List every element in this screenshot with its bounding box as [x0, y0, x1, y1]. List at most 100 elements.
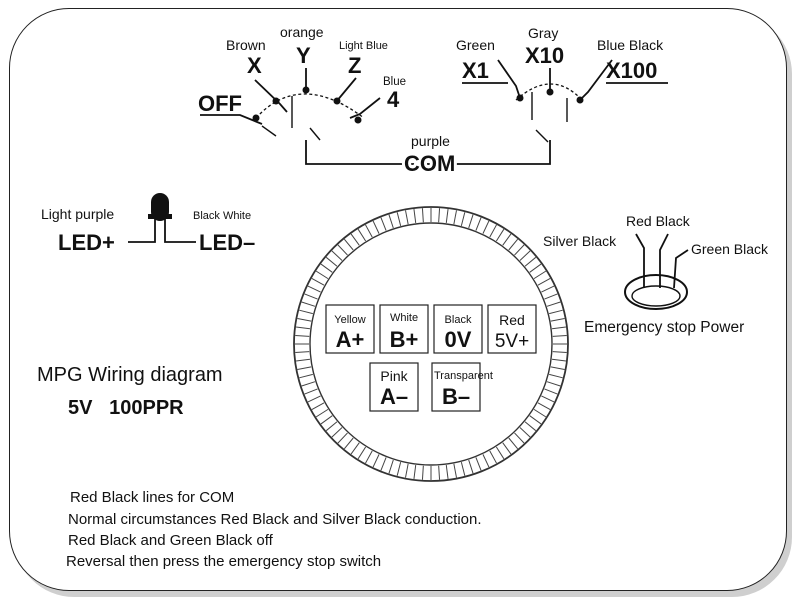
encoder-tick — [337, 244, 348, 256]
encoder-tick — [388, 214, 394, 229]
led-right-lead — [164, 219, 196, 243]
scale-switch: Green X1 Gray X10 Blue Black X100 — [456, 25, 668, 143]
wire-color-blue-black: Blue Black — [597, 37, 664, 53]
encoder-tick — [307, 395, 321, 403]
encoder-tick — [508, 238, 519, 251]
encoder-tick — [297, 366, 312, 370]
encoder-tick — [380, 217, 387, 231]
encoder-tick — [350, 233, 360, 246]
pad-0v — [433, 304, 483, 354]
encoder-tick — [315, 270, 329, 280]
contact-four — [354, 116, 362, 124]
encoder-tick — [482, 220, 490, 234]
led-minus-label: LED– — [199, 230, 255, 255]
encoder-tick — [519, 427, 531, 438]
encoder-tick — [325, 256, 338, 267]
com-wire — [305, 140, 551, 165]
contact-x — [272, 97, 280, 105]
encoder-tick — [350, 442, 360, 455]
axis-4-label: 4 — [387, 87, 400, 112]
z-wire — [335, 77, 357, 103]
encoder-tick — [529, 415, 542, 425]
encoder-tick — [537, 278, 551, 286]
axis-lever — [309, 127, 321, 141]
estop-wire-right: Green Black — [691, 241, 769, 257]
encoder-tick — [460, 462, 466, 476]
encoder-tick — [514, 432, 525, 444]
encoder-tick — [299, 373, 313, 379]
encoder-tick — [544, 293, 558, 300]
estop-group: Red Black Silver Black Green Black Emerg… — [543, 213, 769, 336]
encoder-tick — [514, 244, 525, 256]
pad-b-plus — [379, 304, 429, 354]
encoder-pads: Yellow A+ White B+ Black 0V Red 5V+ Pink… — [325, 304, 537, 412]
estop-wire-top: Red Black — [626, 213, 691, 229]
encoder-tick — [297, 318, 312, 322]
encoder-tick — [495, 446, 505, 460]
encoder-tick — [343, 437, 354, 450]
encoder-tick — [550, 318, 565, 322]
pad-a-minus — [369, 362, 419, 412]
led-group: Light purple Black White LED+ LED– — [41, 193, 255, 255]
pad-a-minus-color: Pink — [380, 368, 408, 384]
pad-5v — [487, 304, 537, 354]
contact-z — [333, 97, 341, 105]
encoder-tick — [304, 388, 318, 395]
contact-x1 — [516, 94, 524, 102]
encoder-tick — [405, 210, 409, 225]
axis-y-label: Y — [296, 43, 311, 68]
encoder-tick — [453, 210, 457, 225]
encoder-tick — [489, 224, 497, 238]
wire-color-brown: Brown — [226, 37, 266, 53]
encoder-tick — [396, 462, 402, 476]
encoder-tick — [524, 421, 537, 432]
encoder-tick — [421, 465, 424, 480]
axis-z-label: Z — [348, 53, 361, 78]
encoder-tick — [529, 263, 542, 273]
encoder-outer-ring — [293, 206, 569, 482]
encoder-tick — [320, 415, 333, 425]
encoder-tick — [296, 358, 311, 362]
encoder-wheel — [293, 206, 569, 482]
off-label: OFF — [198, 91, 242, 116]
encoder-tick — [533, 408, 547, 418]
estop-switch-icon — [624, 274, 688, 310]
encoder-tick — [552, 351, 567, 354]
contact-x10 — [546, 88, 554, 96]
encoder-tick — [546, 381, 561, 387]
encoder-tick — [331, 427, 343, 438]
notes: Red Black lines for COM Normal circumsta… — [66, 489, 482, 570]
pad-b-plus-label: B+ — [390, 327, 419, 352]
wire-color-gray: Gray — [528, 25, 558, 41]
encoder-tick — [380, 457, 387, 471]
encoder-tick — [550, 366, 565, 370]
pad-a-plus-label: A+ — [336, 327, 365, 352]
encoder-inner-ring — [309, 222, 553, 466]
wire-color-orange: orange — [280, 24, 324, 40]
encoder-tick — [307, 285, 321, 293]
encoder-tick — [549, 309, 563, 315]
encoder-tick — [482, 454, 490, 468]
pad-b-minus-color: Transparent — [434, 370, 493, 382]
pad-0v-color: Black — [445, 314, 472, 326]
encoder-tick — [357, 446, 367, 460]
contact-x100 — [576, 96, 584, 104]
scale-lever — [535, 129, 549, 143]
pad-a-minus-label: A– — [380, 384, 408, 409]
encoder-tick — [551, 326, 566, 330]
encoder-tick — [315, 408, 329, 418]
encoder-tick — [502, 233, 512, 246]
led-right-color: Black White — [193, 210, 251, 222]
encoder-tick — [541, 395, 555, 403]
com-label: COM — [404, 151, 455, 176]
encoder-tick — [301, 301, 316, 307]
encoder-tick — [541, 285, 555, 293]
led-left-lead — [128, 219, 156, 243]
axis-x-label: X — [247, 53, 262, 78]
encoder-tick — [388, 459, 394, 474]
encoder-tick — [549, 373, 563, 379]
contact-y — [302, 86, 310, 94]
estop-lead-mid — [659, 233, 669, 288]
encoder-tick — [475, 457, 482, 471]
contact-off — [252, 114, 260, 122]
